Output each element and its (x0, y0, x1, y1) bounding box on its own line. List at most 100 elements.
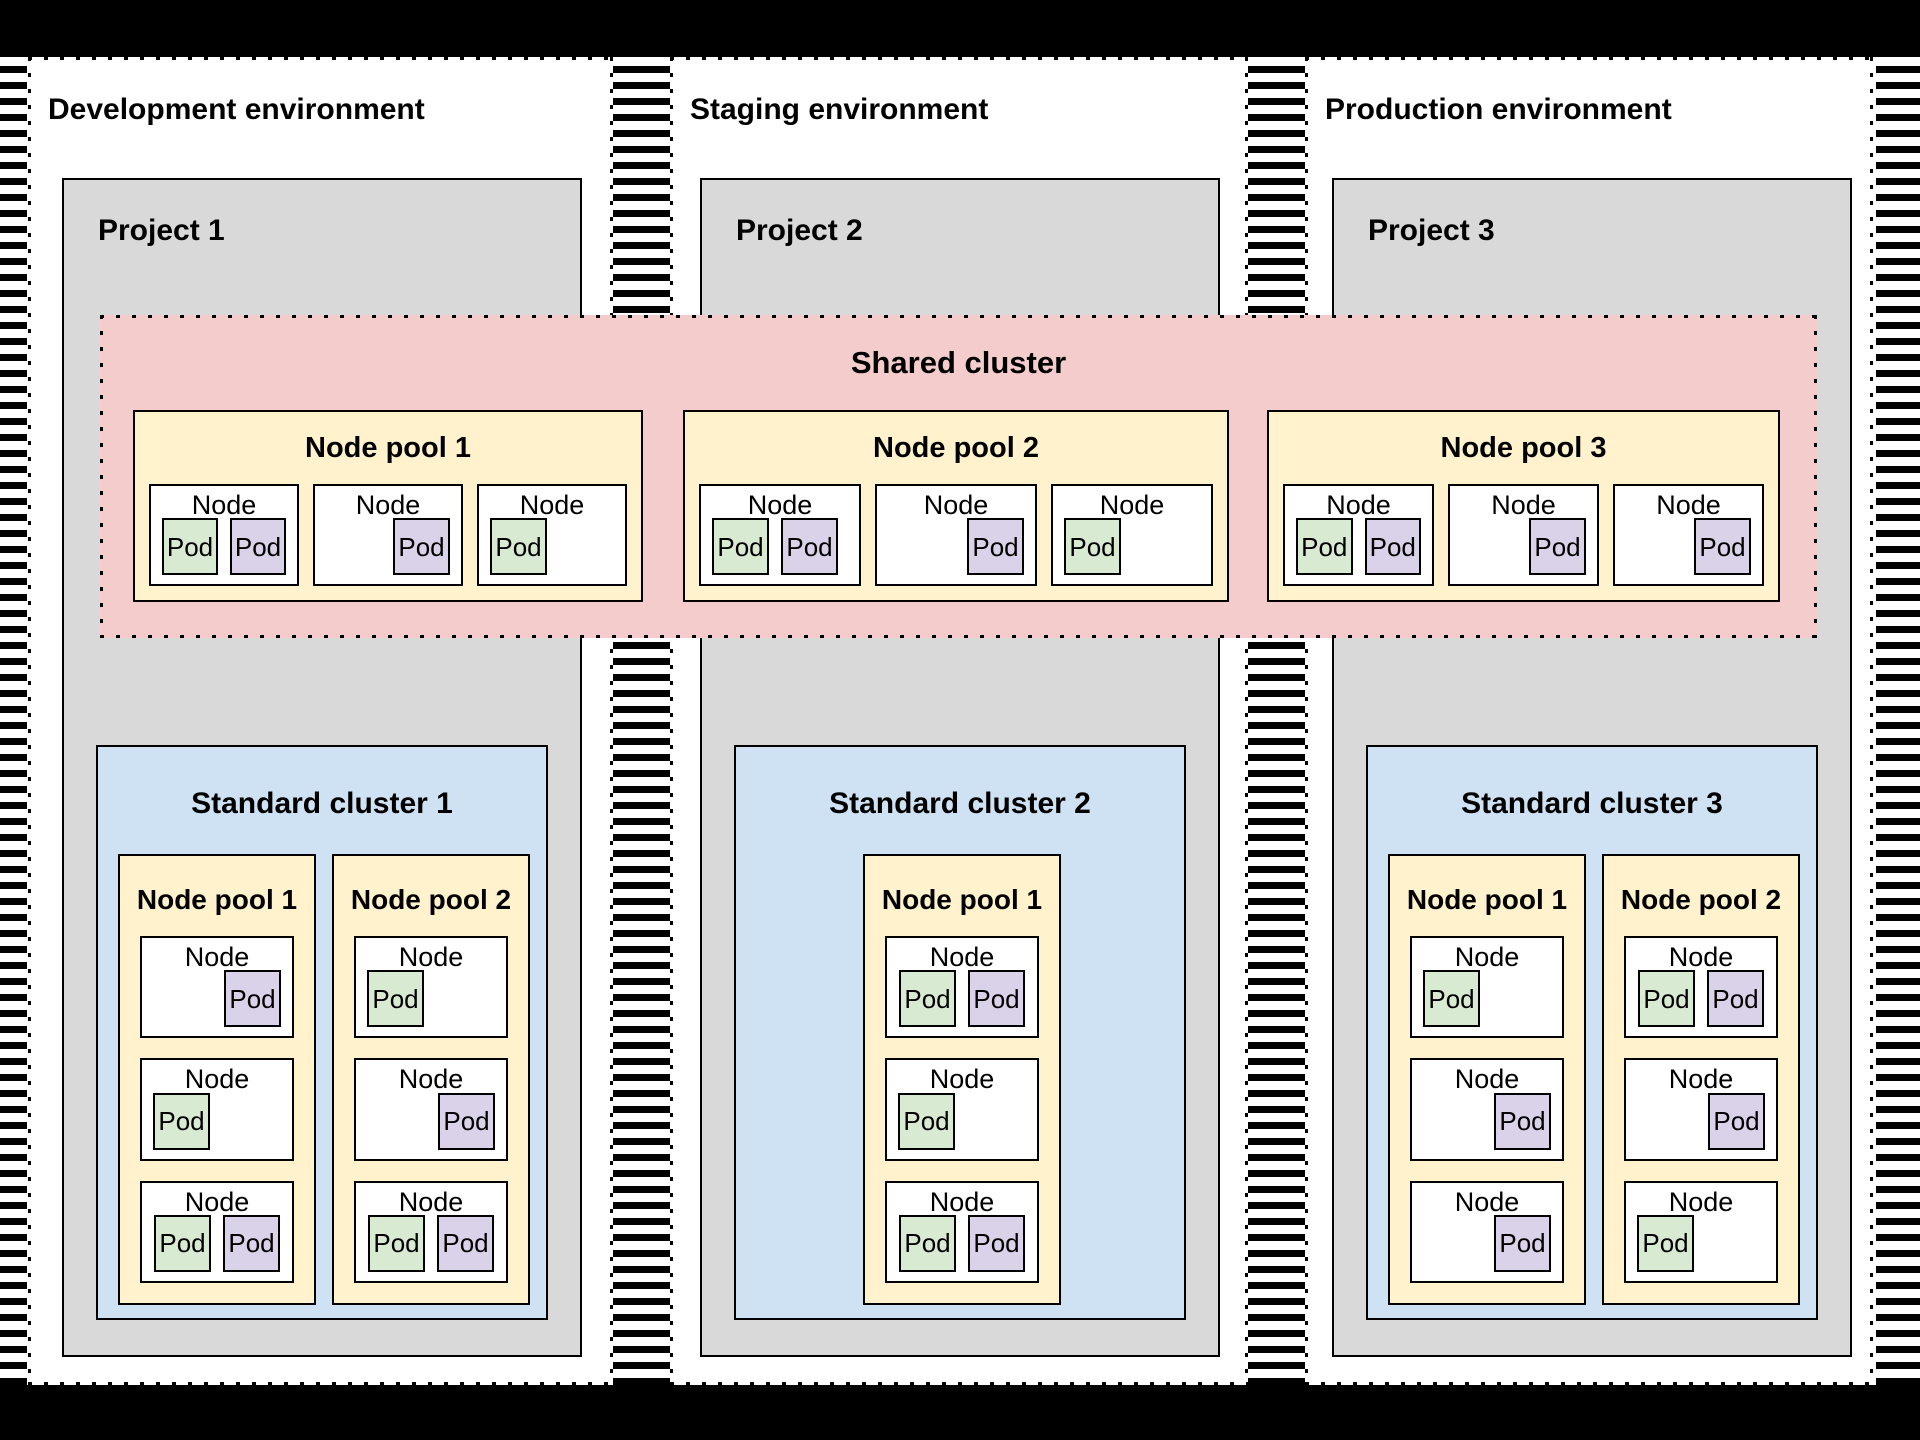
pod-row: Pod Pod (153, 1214, 281, 1272)
pod: Pod (781, 518, 838, 575)
node: Node Pod (354, 936, 508, 1039)
dotted-border (100, 315, 1817, 318)
pod-row: Pod (153, 970, 281, 1028)
pod: Pod (968, 970, 1025, 1028)
node-label: Node (923, 490, 989, 520)
node-pool: Node pool 2 Node Pod Node Pod Node Pod P… (332, 854, 530, 1305)
node-column: Node Pod Pod Node Pod Node Pod Pod (885, 936, 1039, 1283)
node: Node Pod (1624, 1058, 1778, 1161)
dotted-border (100, 315, 103, 638)
shared-node-pool-3: Node pool 3 Node Pod Pod Node Pod Node P… (1267, 410, 1780, 602)
node: Node Pod Pod (140, 1180, 294, 1283)
node: Node Pod (313, 484, 463, 586)
dotted-border (1814, 315, 1817, 638)
pod-row: Pod (888, 518, 1024, 575)
pod-row: Pod (367, 1092, 495, 1150)
node: Node Pod (875, 484, 1037, 586)
node-label: Node (184, 942, 250, 972)
standard-cluster-2: Standard cluster 2 Node pool 1 Node Pod … (734, 745, 1186, 1320)
node-row: Node Pod Pod Node Pod Node Pod (1283, 484, 1764, 586)
node-label: Node (929, 1186, 995, 1217)
pod-row: Pod (1626, 518, 1751, 575)
node-column: Node Pod Pod Node Pod Node Pod (1624, 936, 1778, 1283)
node-pool-title: Node pool 1 (1406, 884, 1568, 915)
standard-cluster-1: Standard cluster 1 Node pool 1 Node Pod … (96, 745, 548, 1320)
node: Node Pod (477, 484, 627, 586)
node: Node Pod Pod (354, 1180, 508, 1283)
node-column: Node Pod Node Pod Node Pod Pod (140, 936, 294, 1283)
pod: Pod (1694, 518, 1751, 575)
pod: Pod (1494, 1214, 1551, 1272)
dotted-border (100, 635, 1817, 638)
node-pool-title: Node pool 2 (873, 432, 1039, 464)
dotted-border (1870, 57, 1873, 1385)
shared-node-pool-1: Node pool 1 Node Pod Pod Node Pod Node P… (133, 410, 643, 602)
pod-row: Pod (490, 518, 614, 575)
node: Node Pod Pod (1283, 484, 1434, 586)
pod-row: Pod Pod (1637, 970, 1765, 1028)
node: Node Pod (1410, 1058, 1564, 1161)
pod-row: Pod (1461, 518, 1586, 575)
node-pool: Node pool 2 Node Pod Pod Node Pod Node P… (1602, 854, 1800, 1305)
pod: Pod (437, 1214, 494, 1272)
node-row: Node Pod Pod Node Pod Node Pod (699, 484, 1213, 586)
pod-row: Pod (1423, 970, 1551, 1028)
dotted-border (610, 57, 613, 1385)
node-label: Node (398, 1064, 464, 1095)
pod: Pod (899, 1214, 956, 1272)
node-label: Node (1099, 490, 1165, 520)
dotted-border (28, 1382, 613, 1385)
environment-box-development: Development environment (28, 57, 613, 1385)
node: Node Pod (1448, 484, 1599, 586)
pod: Pod (1494, 1092, 1551, 1150)
standard-cluster-title: Standard cluster 3 (1461, 787, 1723, 820)
pod: Pod (224, 970, 281, 1028)
pod-row: Pod Pod (712, 518, 848, 575)
node: Node Pod (1624, 1180, 1778, 1283)
node-column: Node Pod Node Pod Node Pod Pod (354, 936, 508, 1283)
dotted-border (670, 1382, 1248, 1385)
pod-row: Pod Pod (1296, 518, 1421, 575)
standard-cluster-3: Standard cluster 3 Node pool 1 Node Pod … (1366, 745, 1818, 1320)
node-label: Node (929, 1064, 995, 1095)
pod-row: Pod Pod (898, 1214, 1026, 1272)
node-label: Node (1491, 490, 1556, 520)
node-pool-title: Node pool 2 (350, 884, 512, 915)
node-label: Node (519, 490, 585, 520)
pod-row: Pod (898, 1092, 1026, 1150)
node-column: Node Pod Node Pod Node Pod (1410, 936, 1564, 1283)
standard-cluster-title: Standard cluster 1 (191, 787, 453, 820)
dotted-border (28, 57, 31, 1385)
node-pool: Node pool 1 Node Pod Node Pod Node Pod (1388, 854, 1586, 1305)
pod: Pod (1638, 970, 1695, 1028)
top-frame-bar (0, 0, 1920, 57)
pod: Pod (367, 970, 424, 1028)
hatch-divider-left (0, 57, 27, 1385)
node-row: Node Pod Pod Node Pod Node Pod (149, 484, 627, 586)
environment-box-production: Production environment (1305, 57, 1873, 1385)
dotted-border (1305, 57, 1873, 60)
node-label: Node (1656, 490, 1721, 520)
node-label: Node (1668, 1064, 1734, 1095)
pod: Pod (153, 1092, 210, 1150)
pod: Pod (393, 518, 450, 575)
node-label: Node (184, 1186, 250, 1217)
node-pool-title: Node pool 1 (305, 432, 471, 464)
node-label: Node (398, 942, 464, 972)
environment-label: Development environment (48, 93, 425, 126)
pod: Pod (967, 518, 1024, 575)
shared-cluster-box: Shared cluster Node pool 1 Node Pod Pod … (100, 315, 1817, 638)
node-label: Node (398, 1186, 464, 1217)
node-label: Node (929, 942, 995, 972)
pod: Pod (368, 1214, 425, 1272)
bottom-frame-bar (0, 1385, 1920, 1440)
standard-cluster-title: Standard cluster 2 (829, 787, 1091, 820)
node: Node Pod (885, 1058, 1039, 1161)
dotted-border (1305, 57, 1308, 1385)
node: Node Pod Pod (885, 1180, 1039, 1283)
node-pool: Node pool 1 Node Pod Pod Node Pod Node P… (863, 854, 1061, 1305)
node-label: Node (1668, 1186, 1734, 1217)
hatch-divider-dev-staging (613, 57, 670, 1385)
project-label: Project 1 (98, 214, 225, 247)
pod-row: Pod (1637, 1092, 1765, 1150)
